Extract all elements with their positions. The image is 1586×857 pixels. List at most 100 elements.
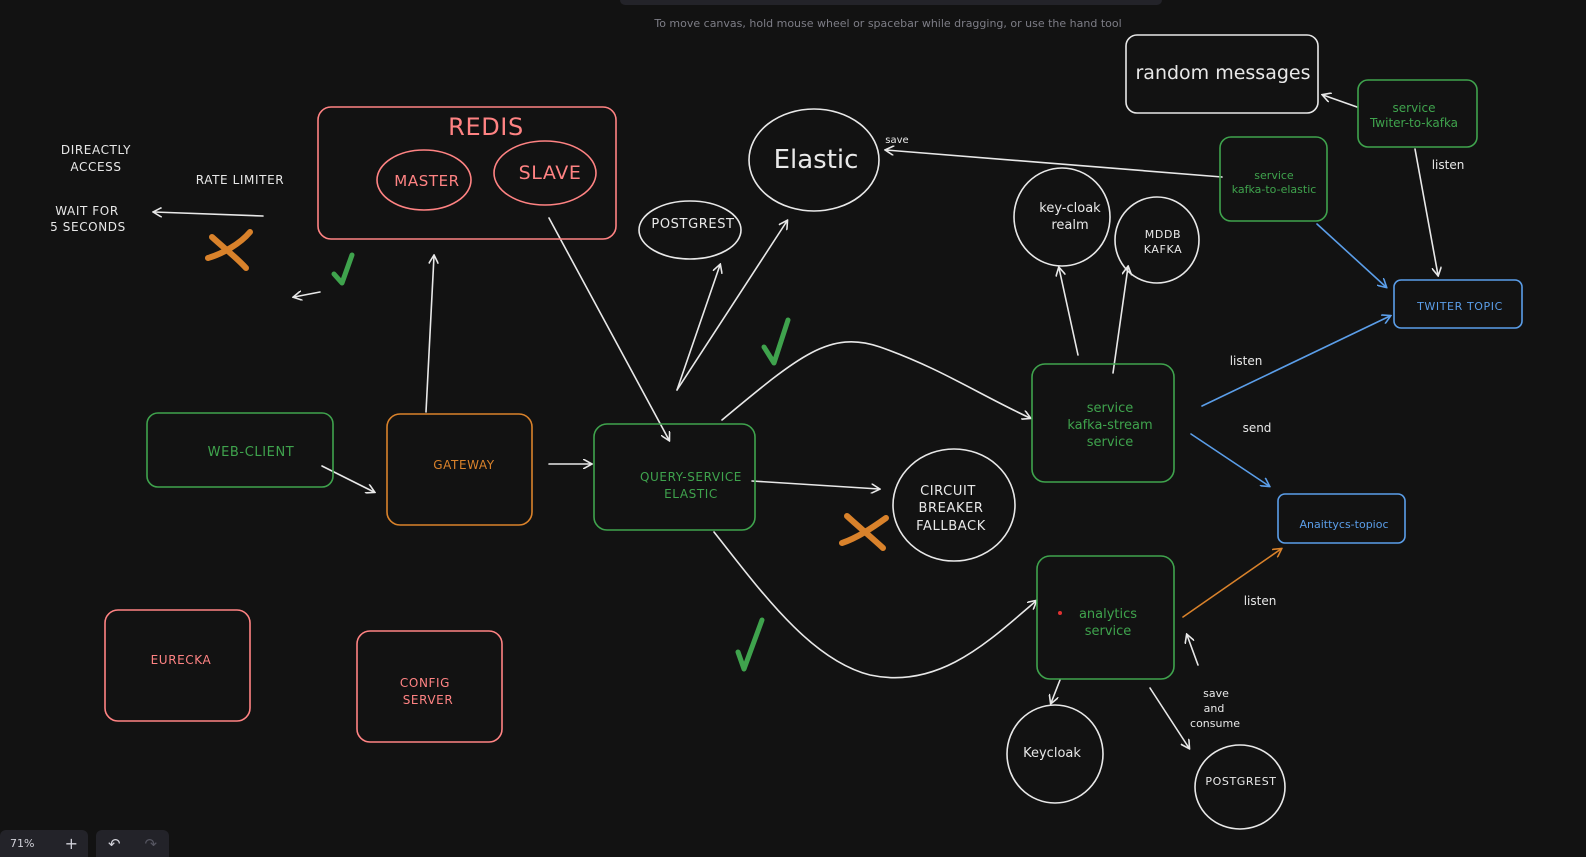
web-client-box bbox=[146, 412, 334, 488]
postgrest-top-circle bbox=[638, 200, 742, 260]
keycloak-circle bbox=[1006, 704, 1104, 804]
analytics-service-node[interactable]: analytics service bbox=[1036, 555, 1175, 680]
zoom-in-button[interactable]: + bbox=[64, 834, 78, 853]
analytics-topic-label: Anaittycs-topioc bbox=[1299, 518, 1388, 531]
circuit-breaker-circle bbox=[892, 448, 1016, 562]
note-listen-analytics[interactable]: listen bbox=[1244, 594, 1277, 608]
arrow-redis-to-query[interactable] bbox=[548, 217, 669, 440]
arrow-twitter-service-to-random[interactable] bbox=[1323, 95, 1358, 108]
connectors bbox=[154, 95, 1438, 748]
analytics-service-line1: analytics bbox=[1079, 607, 1137, 622]
eurecka-box bbox=[104, 609, 251, 722]
arrow-query-to-elastic[interactable] bbox=[676, 221, 787, 391]
gateway-box bbox=[386, 413, 533, 526]
redis-slave-label: SLAVE bbox=[519, 162, 582, 184]
cross-icon[interactable] bbox=[205, 229, 253, 271]
note-rate-limiter[interactable]: RATE LIMITER bbox=[196, 173, 284, 187]
arrow-query-to-circuit[interactable] bbox=[751, 480, 879, 489]
arrow-rate-limiter-to-wait[interactable] bbox=[154, 212, 264, 216]
mddb-kafka-node[interactable]: MDDB KAFKA bbox=[1114, 196, 1200, 284]
postgrest-bottom-node[interactable]: POSTGREST bbox=[1194, 744, 1286, 830]
arrow-stream-to-analytics-topic[interactable] bbox=[1190, 433, 1269, 486]
twitter-topic-node[interactable]: TWITER TOPIC bbox=[1393, 279, 1523, 329]
arrow-kafka-elastic-to-topic[interactable] bbox=[1316, 223, 1386, 287]
note-save-consume-line3[interactable]: consume bbox=[1190, 717, 1240, 730]
arrow-twitter-service-to-topic[interactable] bbox=[1414, 148, 1438, 275]
red-dot-marker bbox=[1058, 611, 1062, 615]
postgrest-bottom-circle bbox=[1194, 744, 1286, 830]
note-listen-stream[interactable]: listen bbox=[1230, 354, 1263, 368]
arrow-small-left[interactable] bbox=[294, 292, 321, 297]
random-messages-node[interactable]: random messages bbox=[1125, 34, 1319, 114]
zoom-level[interactable]: 71% bbox=[10, 837, 35, 850]
service-twitter-to-kafka-node[interactable]: service Twiter-to-kafka bbox=[1357, 79, 1478, 148]
note-listen-twitter[interactable]: listen bbox=[1432, 158, 1465, 172]
check-icon[interactable] bbox=[735, 617, 765, 672]
redis-master-label: MASTER bbox=[394, 172, 459, 190]
query-service-line1: QUERY-SERVICE bbox=[640, 470, 742, 484]
arrow-analytics-to-topic[interactable] bbox=[1182, 549, 1281, 618]
arrow-analytics-to-keycloak[interactable] bbox=[1051, 679, 1061, 703]
check-icon[interactable] bbox=[761, 317, 791, 366]
analytics-service-box bbox=[1036, 555, 1175, 680]
kafka-stream-line1: service bbox=[1087, 401, 1134, 416]
arrow-analytics-to-postgrest[interactable] bbox=[1149, 687, 1189, 748]
note-save-consume-line1[interactable]: save bbox=[1203, 687, 1229, 700]
redis-title: REDIS bbox=[448, 113, 524, 141]
note-save-consume-line2[interactable]: and bbox=[1204, 702, 1225, 715]
keycloak-realm-circle bbox=[1013, 167, 1111, 267]
arrow-stream-to-keycloak-realm[interactable] bbox=[1059, 268, 1079, 356]
undo-icon[interactable]: ↶ bbox=[107, 834, 121, 853]
zoom-controls: 71% + bbox=[0, 830, 88, 857]
gateway-node[interactable]: GATEWAY bbox=[386, 413, 533, 526]
circuit-breaker-node[interactable]: CIRCUIT BREAKER FALLBACK bbox=[892, 448, 1016, 562]
arrow-query-to-postgrest[interactable] bbox=[676, 265, 720, 391]
service-kafka-to-elastic-box bbox=[1219, 136, 1328, 222]
gateway-label: GATEWAY bbox=[433, 458, 495, 472]
keycloak-realm-line1: key-cloak bbox=[1039, 201, 1101, 216]
query-service-node[interactable]: QUERY-SERVICE ELASTIC bbox=[593, 423, 756, 531]
config-server-line1: CONFIG bbox=[400, 676, 450, 690]
note-send-stream[interactable]: send bbox=[1243, 421, 1272, 435]
note-wait-for-line1[interactable]: WAIT FOR bbox=[55, 204, 119, 218]
mddb-kafka-line1: MDDB bbox=[1145, 228, 1181, 241]
note-save-elastic[interactable]: save bbox=[885, 135, 908, 146]
arrow-consume-up[interactable] bbox=[1187, 635, 1199, 666]
elastic-node[interactable]: Elastic bbox=[748, 108, 880, 212]
elastic-label: Elastic bbox=[774, 145, 859, 175]
check-icon[interactable] bbox=[331, 252, 355, 286]
keycloak-realm-node[interactable]: key-cloak realm bbox=[1013, 167, 1111, 267]
circuit-breaker-line1: CIRCUIT bbox=[920, 484, 976, 499]
eurecka-node[interactable]: EURECKA bbox=[104, 609, 251, 722]
arrow-kafka-elastic-to-elastic[interactable] bbox=[886, 150, 1223, 178]
web-client-node[interactable]: WEB-CLIENT bbox=[146, 412, 334, 488]
postgrest-bottom-label: POSTGREST bbox=[1205, 775, 1276, 788]
arrow-webclient-to-gateway[interactable] bbox=[321, 465, 374, 492]
cross-icon[interactable] bbox=[839, 513, 889, 551]
config-server-node[interactable]: CONFIG SERVER bbox=[356, 630, 503, 743]
top-toolbar bbox=[620, 0, 1162, 5]
redis-node[interactable]: REDIS MASTER SLAVE bbox=[317, 106, 617, 240]
service-kafka-to-elastic-line2: kafka-to-elastic bbox=[1232, 183, 1317, 196]
mddb-kafka-circle bbox=[1114, 196, 1200, 284]
arrow-query-to-analytics[interactable] bbox=[713, 531, 1036, 679]
service-kafka-to-elastic-node[interactable]: service kafka-to-elastic bbox=[1219, 136, 1328, 222]
arrow-stream-to-twitter-topic[interactable] bbox=[1201, 316, 1390, 407]
config-server-line2: SERVER bbox=[403, 693, 454, 707]
redo-icon[interactable]: ↷ bbox=[144, 834, 158, 853]
kafka-stream-line2: kafka-stream bbox=[1067, 418, 1152, 433]
query-service-box bbox=[593, 423, 756, 531]
elastic-circle bbox=[748, 108, 880, 212]
note-wait-for-line2[interactable]: 5 SECONDS bbox=[50, 220, 126, 234]
kafka-stream-node[interactable]: service kafka-stream service bbox=[1031, 363, 1175, 483]
postgrest-top-node[interactable]: POSTGREST bbox=[638, 200, 742, 260]
note-direct-access-line1[interactable]: DIREACTLY bbox=[61, 143, 131, 157]
circuit-breaker-line2: BREAKER bbox=[918, 501, 983, 516]
arrow-query-to-kafka-stream[interactable] bbox=[721, 341, 1030, 421]
note-direct-access-line2[interactable]: ACCESS bbox=[70, 160, 121, 174]
keycloak-node[interactable]: Keycloak bbox=[1006, 704, 1104, 804]
arrow-gateway-to-redis[interactable] bbox=[425, 256, 434, 413]
arrow-stream-to-mddb[interactable] bbox=[1112, 267, 1128, 374]
analytics-topic-node[interactable]: Anaittycs-topioc bbox=[1277, 493, 1406, 544]
